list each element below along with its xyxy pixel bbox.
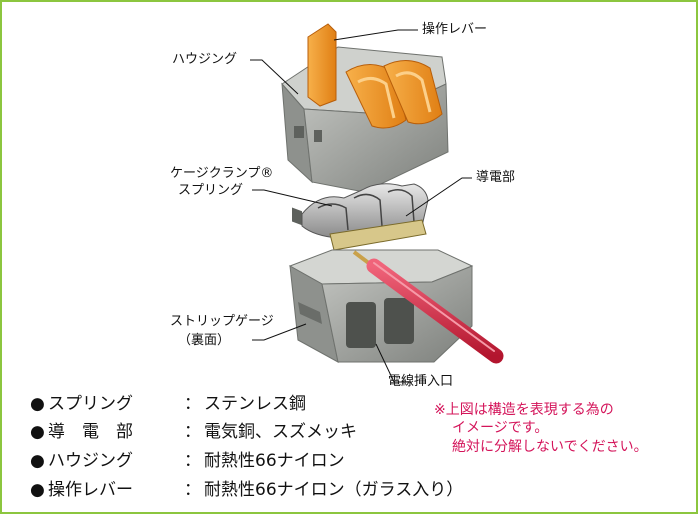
spec-key: ハウジング bbox=[48, 451, 133, 471]
label-lever: 操作レバー bbox=[422, 22, 488, 37]
label-wire-entry: 電線挿入口 bbox=[388, 374, 454, 389]
spec-colon: ： bbox=[184, 394, 201, 414]
spec-colon: ： bbox=[184, 480, 201, 500]
bullet-icon: ● bbox=[30, 394, 45, 414]
spec-key: スプリング bbox=[48, 394, 133, 414]
spec-value: 耐熱性66ナイロン（ガラス入り） bbox=[204, 480, 464, 500]
leader-cage-clamp bbox=[252, 189, 333, 207]
operating-levers bbox=[307, 23, 443, 129]
spec-row: ●ハウジング ：耐熱性66ナイロン bbox=[30, 451, 345, 471]
note-line3: 絶対に分解しないでください。 bbox=[452, 439, 648, 455]
wire-probe bbox=[352, 250, 504, 364]
leader-strip-gauge bbox=[252, 323, 307, 341]
note-line1: ※上図は構造を表現する為の bbox=[434, 402, 614, 418]
leader-wire-entry bbox=[375, 343, 410, 383]
spec-colon: ： bbox=[184, 422, 201, 442]
bullet-icon: ● bbox=[30, 422, 45, 442]
spec-colon: ： bbox=[184, 451, 201, 471]
spec-value: 電気銅、スズメッキ bbox=[204, 422, 357, 442]
spec-value: ステンレス鋼 bbox=[204, 394, 306, 414]
label-cage-clamp-line1: ケージクランプ® bbox=[170, 166, 274, 181]
spec-row: ●導 電 部 ：電気銅、スズメッキ bbox=[30, 422, 357, 442]
leader-housing bbox=[250, 59, 299, 95]
leader-lines bbox=[250, 29, 472, 383]
spec-row: ●スプリング ：ステンレス鋼 bbox=[30, 394, 306, 414]
spec-key: 導 電 部 bbox=[48, 422, 133, 442]
note-line2: イメージです。 bbox=[452, 420, 549, 436]
spec-key: 操作レバー bbox=[48, 480, 133, 500]
label-housing: ハウジング bbox=[172, 52, 238, 67]
label-conductor: 導電部 bbox=[476, 170, 516, 185]
label-cage-clamp-line2: スプリング bbox=[178, 183, 244, 198]
label-strip-gauge-line2: （裏面） bbox=[178, 333, 231, 348]
spec-row: ●操作レバー ：耐熱性66ナイロン（ガラス入り） bbox=[30, 480, 463, 500]
spec-value: 耐熱性66ナイロン bbox=[204, 451, 345, 471]
bullet-icon: ● bbox=[30, 480, 45, 500]
bullet-icon: ● bbox=[30, 451, 45, 471]
leader-conductor bbox=[405, 177, 472, 217]
conductor-bar bbox=[329, 219, 427, 251]
label-strip-gauge-line1: ストリップゲージ bbox=[170, 314, 274, 329]
leader-lever bbox=[333, 29, 418, 41]
